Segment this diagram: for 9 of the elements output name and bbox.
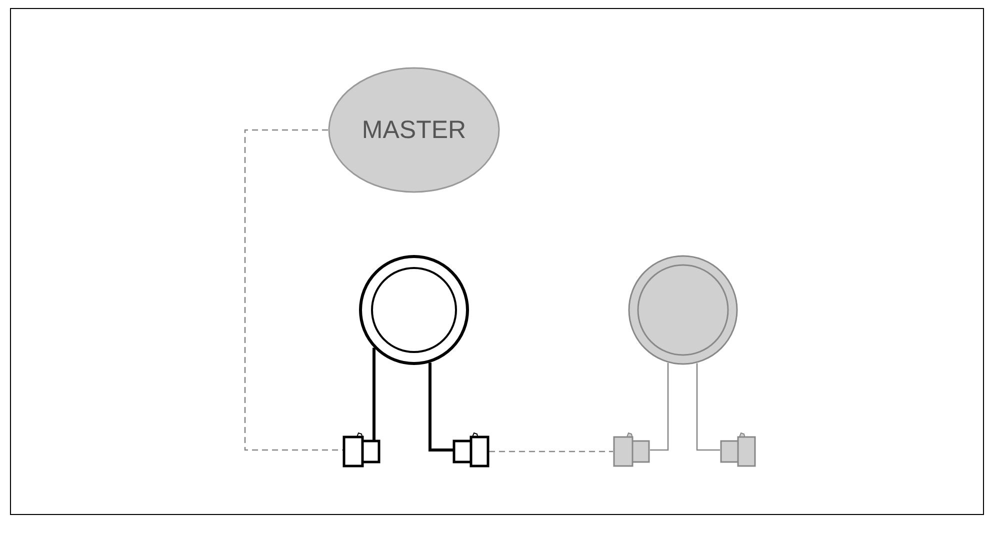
device-disc (628, 255, 738, 365)
device-ring (359, 255, 469, 365)
ellipse-node (328, 67, 500, 193)
cable-line (650, 362, 669, 451)
dashed-cable-line (489, 450, 613, 452)
cable-line (428, 362, 453, 452)
node-label: MASTER (360, 116, 468, 145)
cable-line (696, 363, 720, 451)
dashed-cable-line (244, 129, 343, 451)
